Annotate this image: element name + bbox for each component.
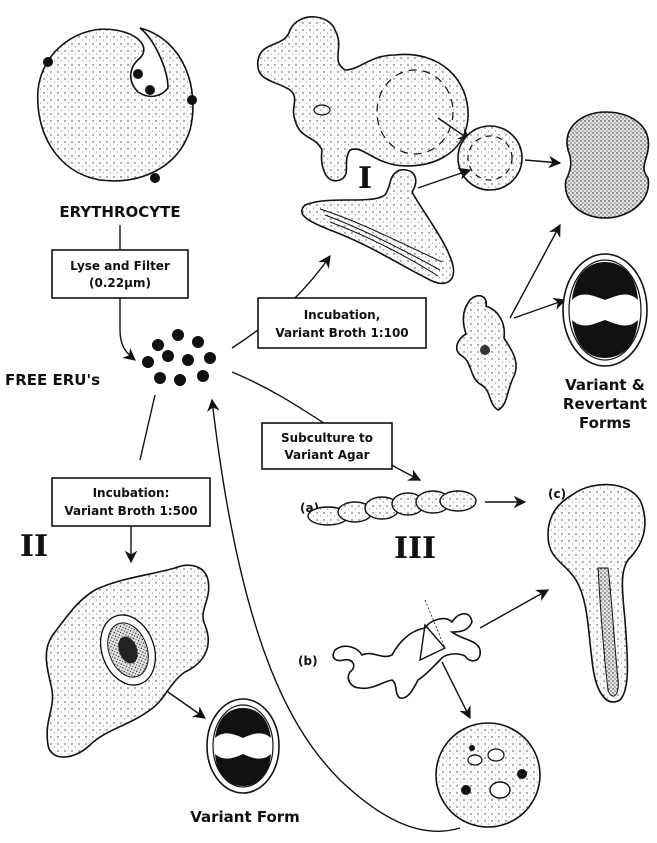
erythrocyte-cell: [38, 28, 197, 183]
incubation-500-box: Incubation: Variant Broth 1:500: [52, 478, 210, 526]
free-erus-cluster: [142, 329, 216, 386]
free-erus-label: FREE ERU's: [5, 371, 100, 389]
subculture-line1: Subculture to: [281, 431, 373, 445]
arrow-b-to-c: [480, 590, 548, 628]
pathway-one-round-cell: [458, 126, 522, 190]
pathway-two-amoeboid-cell: [46, 565, 208, 757]
arrow-elongated-to-round: [418, 170, 470, 188]
pathway-one-dividing-cell: [565, 112, 648, 218]
arrow-small-to-variant: [514, 300, 565, 318]
erythrocyte-label: ERYTHROCYTE: [59, 203, 180, 221]
pathway-one-large-amoeboid: [258, 17, 468, 181]
variant-revertant-label-line3: Forms: [579, 414, 631, 432]
pathway-three-branched-cell: [333, 600, 480, 698]
arrow-to-erus: [120, 298, 135, 360]
variant-revertant-label-line1: Variant &: [565, 376, 645, 394]
variant-form-label: Variant Form: [190, 808, 300, 826]
incubation-500-line1: Incubation:: [93, 486, 170, 500]
pathway-three-round-cell: [436, 723, 540, 827]
pathway-three-chain: [308, 491, 476, 525]
incubation-100-box: Incubation, Variant Broth 1:100: [258, 298, 426, 348]
roman-numeral-two: II: [20, 529, 48, 564]
pathway-one-elongated-cell: [302, 170, 454, 284]
sub-b-label: (b): [298, 654, 318, 668]
pathway-one-small-amoeboid: [457, 296, 516, 410]
pathway-one-variant-form: [563, 254, 647, 366]
lyse-box-line1: Lyse and Filter: [70, 259, 170, 273]
incubation-100-line2: Variant Broth 1:100: [275, 326, 408, 340]
variant-revertant-label-line2: Revertant: [563, 395, 647, 413]
incubation-500-line2: Variant Broth 1:500: [64, 504, 197, 518]
arrow-to-variant-form: [168, 692, 205, 718]
subculture-box: Subculture to Variant Agar: [262, 423, 392, 469]
incubation-100-line1: Incubation,: [304, 308, 381, 322]
lyse-filter-box: Lyse and Filter (0.22µm): [52, 250, 188, 298]
pathway-three-c-cell: [548, 485, 645, 702]
arrow-round-to-dividing: [525, 160, 560, 163]
sub-c-label: (c): [548, 487, 566, 501]
line-to-pathway-two: [140, 395, 155, 460]
roman-numeral-three: III: [394, 531, 436, 566]
pathway-two-variant-form: [207, 699, 279, 793]
subculture-line2: Variant Agar: [284, 448, 369, 462]
roman-numeral-one: I: [358, 161, 372, 196]
lyse-box-line2: (0.22µm): [89, 276, 151, 290]
arrow-b-to-round: [442, 662, 470, 718]
